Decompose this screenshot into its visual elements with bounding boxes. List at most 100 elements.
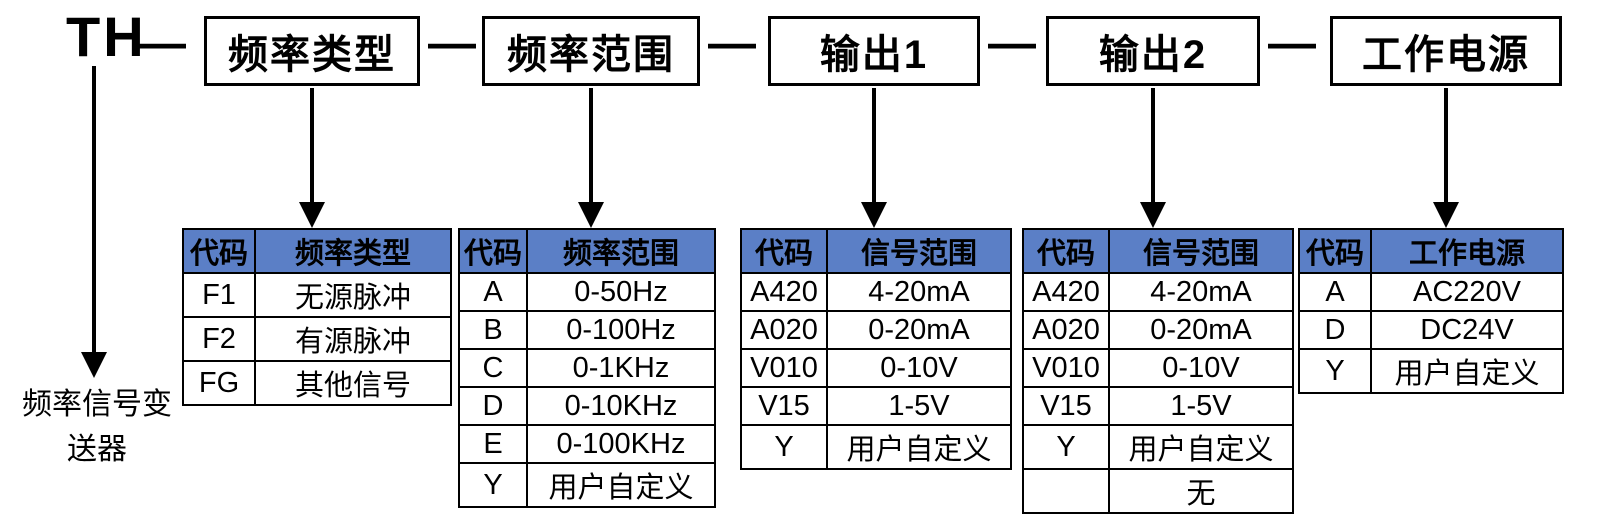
table-cell: B (458, 310, 528, 350)
table-header-row: 代码工作电源 (1298, 228, 1564, 274)
separator-dash: — (1268, 17, 1316, 70)
table-cell: A (458, 272, 528, 312)
table-cell: Y (1298, 348, 1372, 394)
table-header-cell: 工作电源 (1370, 228, 1564, 274)
product-name-line2: 送器 (67, 433, 127, 466)
table-cell: 1-5V (1108, 386, 1294, 426)
arrow-head-icon (81, 352, 107, 378)
segment-box-output1: 输出1 (768, 16, 980, 86)
down-arrow-th (81, 66, 107, 378)
table-header-row: 代码信号范围 (740, 228, 1012, 274)
table-cell: 1-5V (826, 386, 1012, 426)
table-header-cell: 信号范围 (1108, 228, 1294, 274)
separator-dash: — (138, 17, 186, 70)
arrow-shaft (1444, 88, 1448, 206)
arrow-shaft (589, 88, 593, 206)
arrow-shaft (872, 88, 876, 206)
table-cell: A020 (1022, 310, 1110, 350)
arrow-head-icon (861, 202, 887, 228)
arrow-shaft (1151, 88, 1155, 206)
table-cell: Y (1022, 424, 1110, 470)
product-name: 频率信号变 送器 (0, 382, 194, 472)
table-cell: 4-20mA (826, 272, 1012, 312)
table-cell (1022, 468, 1110, 514)
arrow-head-icon (1140, 202, 1166, 228)
down-arrow (861, 88, 887, 228)
table-cell: V15 (1022, 386, 1110, 426)
table-header-cell: 信号范围 (826, 228, 1012, 274)
down-arrow (578, 88, 604, 228)
table-cell: 0-10KHz (526, 386, 716, 426)
table-header-cell: 频率类型 (254, 228, 452, 274)
table-header-row: 代码信号范围 (1022, 228, 1294, 274)
table-cell: A020 (740, 310, 828, 350)
table-cell: 0-1KHz (526, 348, 716, 388)
table-cell: F2 (182, 316, 256, 362)
table-cell: 用户自定义 (1370, 348, 1564, 394)
segment-box-frequency-type: 频率类型 (204, 16, 420, 86)
separator-dash: — (428, 17, 476, 70)
table-cell: A420 (1022, 272, 1110, 312)
table-cell: V010 (1022, 348, 1110, 388)
arrow-head-icon (299, 202, 325, 228)
table-cell: 其他信号 (254, 360, 452, 406)
separator-dash: — (708, 17, 756, 70)
table-cell: C (458, 348, 528, 388)
table-cell: DC24V (1370, 310, 1564, 350)
table-cell: 0-10V (826, 348, 1012, 388)
table-cell: 0-20mA (826, 310, 1012, 350)
table-header-cell: 代码 (740, 228, 828, 274)
table-cell: A (1298, 272, 1372, 312)
table-header-row: 代码频率范围 (458, 228, 716, 274)
segment-box-frequency-range: 频率范围 (482, 16, 700, 86)
table-header-cell: 代码 (182, 228, 256, 274)
table-cell: 用户自定义 (1108, 424, 1294, 470)
table-header-row: 代码频率类型 (182, 228, 452, 274)
table-cell: V010 (740, 348, 828, 388)
table-header-cell: 代码 (1298, 228, 1372, 274)
down-arrow (1140, 88, 1166, 228)
table-cell: 0-100Hz (526, 310, 716, 350)
arrow-shaft (310, 88, 314, 206)
arrow-head-icon (1433, 202, 1459, 228)
table-header-cell: 代码 (1022, 228, 1110, 274)
table-cell: FG (182, 360, 256, 406)
table-cell: D (1298, 310, 1372, 350)
table-cell: Y (458, 462, 528, 508)
table-cell: F1 (182, 272, 256, 318)
segment-box-working-power: 工作电源 (1330, 16, 1562, 86)
table-row: 无 (1022, 468, 1294, 514)
table-cell: A420 (740, 272, 828, 312)
down-arrow (1433, 88, 1459, 228)
table-cell: V15 (740, 386, 828, 426)
arrow-head-icon (578, 202, 604, 228)
table-cell: AC220V (1370, 272, 1564, 312)
table-cell: 用户自定义 (826, 424, 1012, 470)
table-cell: 有源脉冲 (254, 316, 452, 362)
model-prefix: TH (66, 5, 147, 68)
table-cell: Y (740, 424, 828, 470)
table-cell: 0-100KHz (526, 424, 716, 464)
